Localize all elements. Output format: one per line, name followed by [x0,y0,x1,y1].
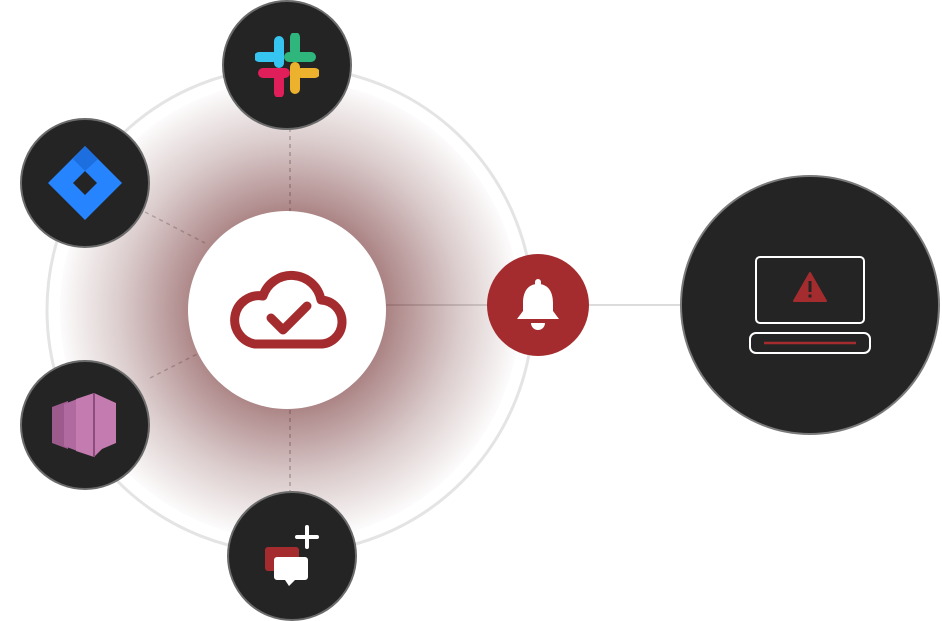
laptop-warning-icon [749,256,871,354]
jira-icon [48,146,122,220]
aws-sns-icon [52,393,116,457]
center-node[interactable] [188,211,386,409]
chat-add-icon [265,525,319,586]
destination-node[interactable] [680,175,940,435]
alert-node[interactable] [487,254,589,356]
cloud-check-icon [230,270,347,349]
slack-icon [255,33,319,97]
aws-sns-node[interactable] [20,360,150,490]
jira-node[interactable] [20,118,150,248]
slack-node[interactable] [222,0,352,130]
bell-icon [517,279,559,330]
chat-node[interactable] [227,491,357,621]
